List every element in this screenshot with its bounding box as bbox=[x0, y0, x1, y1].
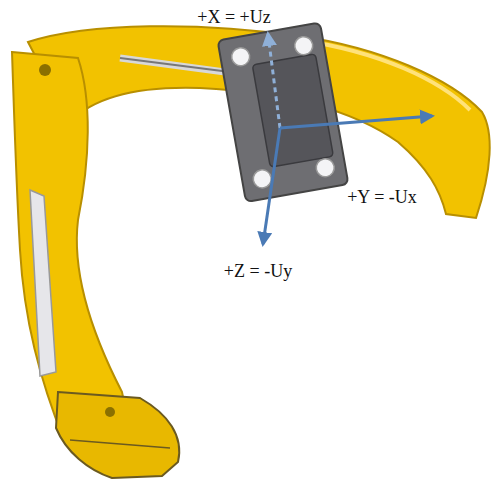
x-axis-arrow bbox=[268, 34, 280, 128]
bucket-edge bbox=[70, 440, 170, 448]
axis-label: +Y = -Ux bbox=[347, 188, 417, 208]
axis-label: +X = +Uz bbox=[197, 8, 270, 28]
boom-cylinder-edge bbox=[120, 58, 230, 72]
pin bbox=[105, 407, 115, 417]
stick-cylinder bbox=[30, 190, 56, 376]
sensor-box bbox=[218, 22, 349, 202]
axis-label: +Z = -Uy bbox=[224, 262, 292, 282]
pin bbox=[39, 64, 51, 76]
bucket bbox=[56, 392, 179, 478]
stick bbox=[12, 52, 132, 440]
y-axis-arrow bbox=[280, 116, 432, 128]
z-axis-arrow bbox=[263, 128, 280, 244]
